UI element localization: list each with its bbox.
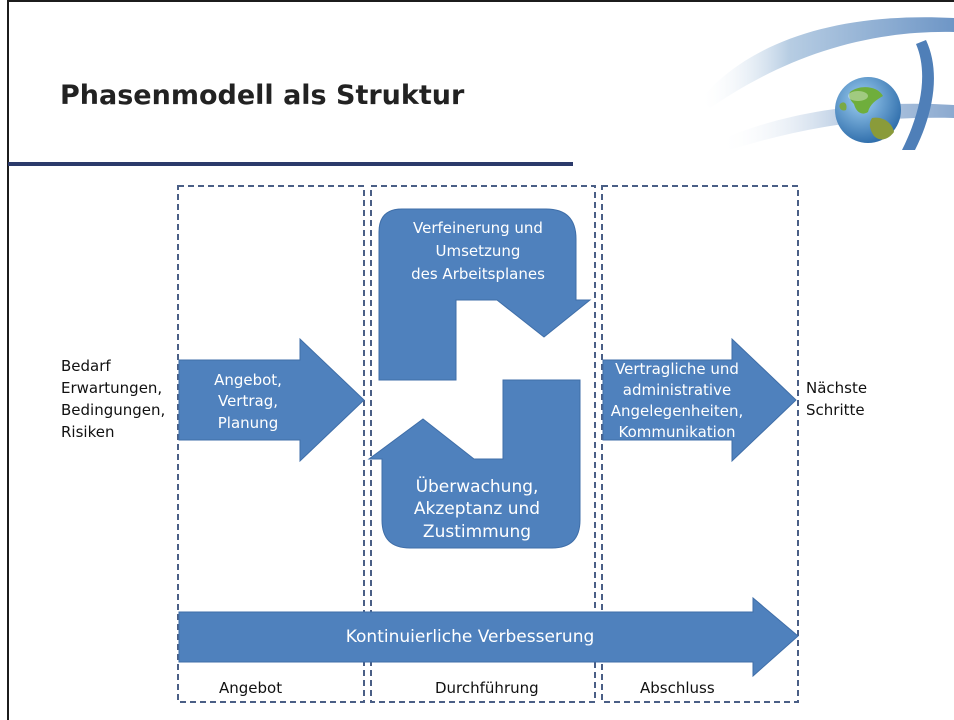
- arrow-angebot-line-1: Angebot,: [214, 371, 282, 389]
- phase-column-angebot: [177, 185, 365, 703]
- globe-eye-logo-icon: [700, 17, 954, 150]
- input-label-1: Bedarf: [61, 357, 111, 375]
- input-label-4: Risiken: [61, 423, 114, 441]
- arrow-verfeinerung: [378, 208, 592, 381]
- phase-column-abschluss: [601, 185, 799, 703]
- arrow-angebot-line-2: Vertrag,: [218, 392, 278, 410]
- phase-label-durchfuehrung: Durchführung: [435, 679, 539, 697]
- arrow-angebot: [178, 337, 365, 463]
- frame-left-border: [7, 0, 9, 720]
- output-label-1: Nächste: [806, 379, 867, 397]
- phase-label-angebot: Angebot: [219, 679, 282, 697]
- frame-top-border: [7, 0, 954, 2]
- arrow-verfeinerung-line-2: Umsetzung: [436, 242, 521, 260]
- title-underline: [8, 162, 573, 166]
- arrow-abschluss: [602, 337, 797, 463]
- arrow-abschluss-line-2: administrative: [623, 381, 731, 399]
- arrow-angebot-line-3: Planung: [218, 414, 278, 432]
- output-label-2: Schritte: [806, 401, 865, 419]
- arrow-ueberwachung: [367, 379, 581, 549]
- arrow-abschluss-line-3: Angelegenheiten,: [611, 402, 743, 420]
- arrow-ueberwachung-line-2: Akzeptanz und: [414, 499, 540, 519]
- arrow-kontinuierliche-verbesserung-label: Kontinuierliche Verbesserung: [346, 627, 595, 647]
- phase-label-abschluss: Abschluss: [640, 679, 715, 697]
- phase-column-durchfuehrung: [370, 185, 596, 703]
- slide-title: Phasenmodell als Struktur: [60, 80, 465, 111]
- arrow-verfeinerung-line-3: des Arbeitsplanes: [411, 265, 545, 283]
- arrow-abschluss-line-1: Vertragliche und: [615, 360, 739, 378]
- arrow-kontinuierliche-verbesserung: [178, 596, 799, 678]
- input-label-2: Erwartungen,: [61, 379, 162, 397]
- arrow-abschluss-line-4: Kommunikation: [618, 423, 735, 441]
- arrow-ueberwachung-line-1: Überwachung,: [416, 475, 539, 497]
- arrow-ueberwachung-line-3: Zustimmung: [423, 522, 531, 542]
- arrow-verfeinerung-line-1: Verfeinerung und: [413, 219, 543, 237]
- input-label-3: Bedingungen,: [61, 401, 165, 419]
